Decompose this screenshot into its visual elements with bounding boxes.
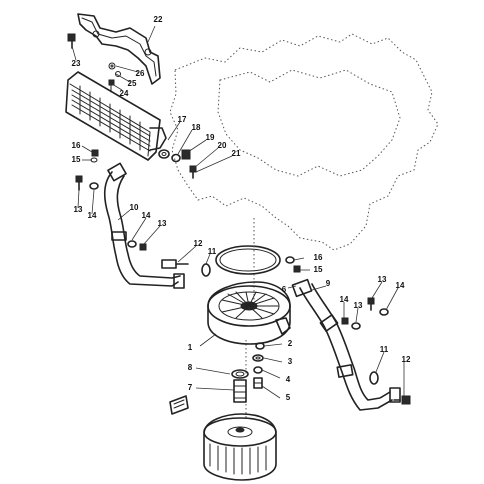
callout-3: 3: [288, 357, 293, 366]
callout-25: 25: [128, 79, 137, 88]
right-banjo-bolt-set: [285, 256, 389, 330]
callout-4: 4: [286, 375, 291, 384]
small-o-ring-left: [201, 263, 211, 277]
callout-22: 22: [154, 15, 163, 24]
callout-12-left: 12: [194, 239, 203, 248]
center-union-bolt: [231, 369, 249, 403]
engine-outline: [169, 33, 439, 251]
leader-lines: [71, 25, 405, 399]
callout-5: 5: [286, 393, 291, 402]
cooler-mount-fittings: [158, 149, 197, 179]
callout-15-left: 15: [72, 155, 81, 164]
callout-16-left: 16: [72, 141, 81, 150]
callout-6: 6: [282, 285, 287, 294]
bracket-bolt-hole: [92, 30, 100, 38]
engine-outline-inner: [217, 69, 401, 177]
callout-18: 18: [192, 123, 201, 132]
callout-19: 19: [206, 133, 215, 142]
relief-valve-stack: [252, 342, 265, 389]
right-oil-hose: [291, 278, 401, 411]
left-oil-hose: [103, 162, 185, 289]
callout-17: 17: [178, 115, 187, 124]
callout-24: 24: [120, 89, 129, 98]
callout-26: 26: [136, 69, 145, 78]
callout-2: 2: [288, 339, 293, 348]
oil-cooler-radiator: [65, 71, 167, 161]
callout-13-right-lower: 13: [354, 301, 363, 310]
callout-1: 1: [188, 343, 193, 352]
large-o-ring-inner: [219, 248, 277, 272]
left-banjo-bolt-set: [75, 175, 147, 251]
callout-12-right: 12: [402, 355, 411, 364]
large-o-ring: [215, 245, 281, 275]
callout-13-mid: 13: [158, 219, 167, 228]
mounting-bracket-edge: [81, 17, 157, 77]
callout-14-right-upper: 14: [396, 281, 405, 290]
small-o-ring-right: [369, 371, 379, 385]
callout-20: 20: [218, 141, 227, 150]
callout-9: 9: [326, 279, 331, 288]
bracket-bolt-hole: [144, 48, 152, 56]
callout-13-right-upper: 13: [378, 275, 387, 284]
callout-10: 10: [130, 203, 139, 212]
oil-cooler-body: [207, 281, 291, 345]
callout-8: 8: [188, 363, 193, 372]
filter-tag: [169, 395, 189, 415]
callout-14-right-lower: 14: [340, 295, 349, 304]
left-union-bolt: [161, 259, 189, 269]
callout-21: 21: [232, 149, 241, 158]
oil-filter: [203, 413, 277, 481]
callout-23: 23: [72, 59, 81, 68]
mounting-bracket: [77, 13, 161, 85]
callout-14-left: 14: [88, 211, 97, 220]
callout-14-mid: 14: [142, 211, 151, 220]
callout-11-right: 11: [380, 345, 389, 354]
right-union-bolt: [393, 395, 411, 405]
callout-16-right: 16: [314, 253, 323, 262]
callout-11-left: 11: [208, 247, 217, 256]
callout-13-left: 13: [74, 205, 83, 214]
callout-7: 7: [188, 383, 193, 392]
bracket-bolt: [67, 33, 76, 49]
callout-15-right: 15: [314, 265, 323, 274]
